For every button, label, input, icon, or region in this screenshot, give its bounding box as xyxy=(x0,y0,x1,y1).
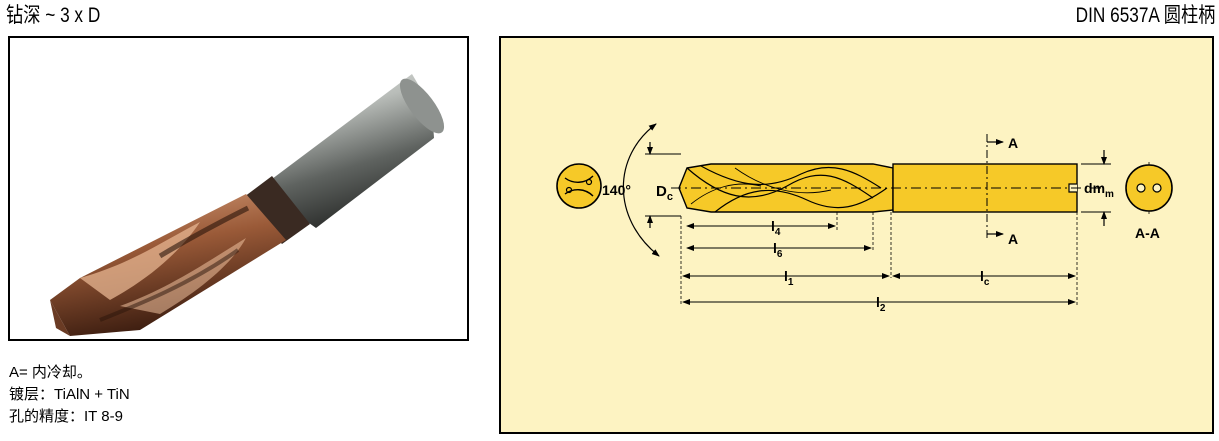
dim-l4-label: l4 xyxy=(771,218,781,238)
dim-dm-label: dmm xyxy=(1084,180,1114,200)
point-angle-arc xyxy=(622,123,660,257)
section-aa-label: A-A xyxy=(1135,225,1160,241)
page-title: 钻深 ~ 3 x D xyxy=(6,4,101,27)
spec-notes: A= 内冷却。 镀层：TiAlN + TiN 孔的精度：IT 8-9 xyxy=(9,362,130,428)
section-arrow-bottom-label: A xyxy=(1008,231,1018,247)
shank-standard-title: DIN 6537A 圆柱柄 xyxy=(1075,4,1215,27)
technical-drawing-panel: 140° Dc A A dmm xyxy=(499,36,1214,434)
dim-lc-label: lc xyxy=(980,268,990,288)
drill-photo xyxy=(50,74,445,336)
point-angle-label: 140° xyxy=(602,182,631,198)
drill-side-view xyxy=(671,163,1101,213)
section-view-aa xyxy=(1125,162,1173,214)
dim-l6-label: l6 xyxy=(773,240,783,260)
technical-drawing: 140° Dc A A dmm xyxy=(556,123,1173,314)
note-tolerance: 孔的精度：IT 8-9 xyxy=(9,408,123,425)
section-arrow-top-label: A xyxy=(1008,135,1018,151)
note-coating: 镀层：TiAlN + TiN xyxy=(9,386,130,403)
dim-l1-label: l1 xyxy=(784,268,794,288)
tip-end-view xyxy=(556,163,602,209)
dim-l2-label: l2 xyxy=(876,294,886,314)
drill-photo-panel xyxy=(8,36,469,341)
dim-dc-label: Dc xyxy=(656,183,673,203)
note-coolant: A= 内冷却。 xyxy=(9,364,92,381)
